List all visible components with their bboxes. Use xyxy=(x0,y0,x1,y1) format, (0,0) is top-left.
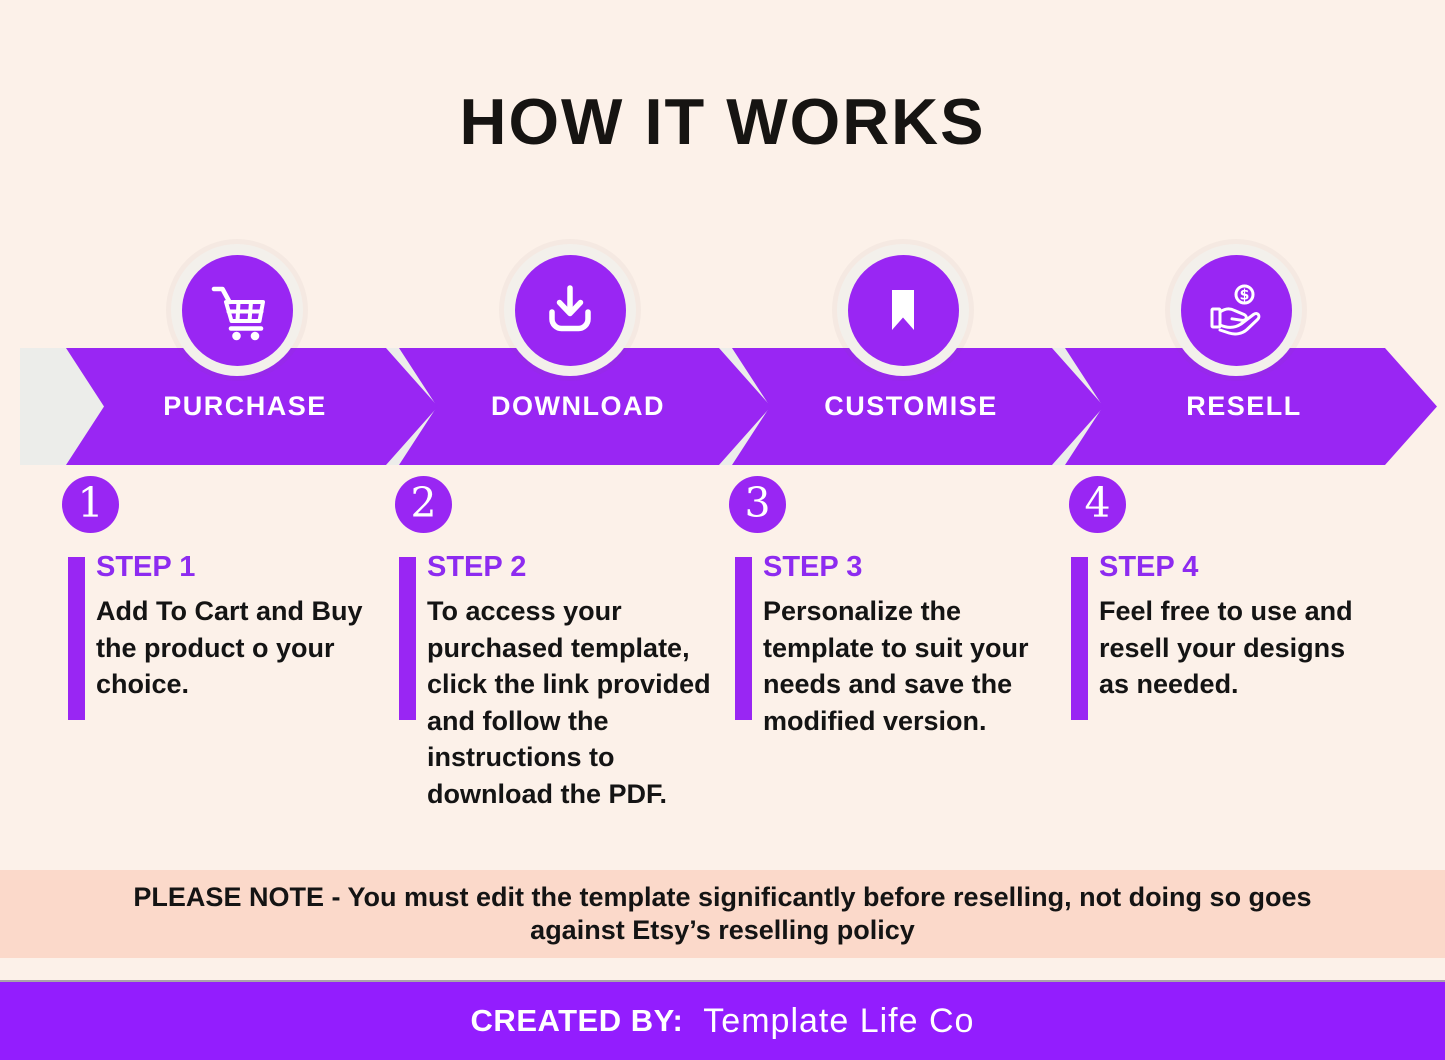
hand-money-icon: $ xyxy=(1210,284,1261,336)
step-block-3: STEP 3 Personalize the template to suit … xyxy=(763,551,1063,739)
icon-circle-inner xyxy=(847,254,959,366)
step-heading: STEP 2 xyxy=(427,551,527,583)
step-description: Personalize the template to suit your ne… xyxy=(763,596,1029,736)
icon-circle-purchase xyxy=(171,244,303,376)
icon-circle-inner xyxy=(181,254,293,366)
step-number-badge: 3 xyxy=(729,476,786,533)
page-title: HOW IT WORKS xyxy=(459,85,986,158)
footer-created-by-label: CREATED BY: xyxy=(470,1003,684,1038)
step-block-2: STEP 2 To access your purchased template… xyxy=(427,551,727,812)
note-line-1: PLEASE NOTE - You must edit the template… xyxy=(133,881,1311,914)
footer-brand-name: Template Life Co xyxy=(703,1001,975,1040)
step-accent-bar xyxy=(399,557,416,720)
note-label: PLEASE NOTE xyxy=(133,882,324,912)
step-block-4: STEP 4 Feel free to use and resell your … xyxy=(1099,551,1399,703)
arrow-label: RESELL xyxy=(1186,391,1302,421)
step-heading: STEP 3 xyxy=(763,551,863,583)
please-note-banner: PLEASE NOTE - You must edit the template… xyxy=(0,870,1445,958)
icon-circle-customise xyxy=(837,244,969,376)
step-accent-bar xyxy=(735,557,752,720)
arrow-label: DOWNLOAD xyxy=(491,391,665,421)
icon-circle-inner xyxy=(514,254,626,366)
arrow-resell: RESELL xyxy=(1065,348,1437,465)
step-number-badge: 1 xyxy=(62,476,119,533)
cart-icon xyxy=(211,286,265,341)
step-block-1: STEP 1 Add To Cart and Buy the product o… xyxy=(96,551,396,703)
step-heading: STEP 4 xyxy=(1099,551,1199,583)
step-description: Feel free to use and resell your designs… xyxy=(1099,596,1353,699)
step-description: Add To Cart and Buy the product o your c… xyxy=(96,596,363,699)
footer-bar: CREATED BY: Template Life Co xyxy=(0,980,1445,1060)
step-number-badge: 4 xyxy=(1069,476,1126,533)
download-icon xyxy=(549,285,591,332)
step-heading: STEP 1 xyxy=(96,551,196,583)
icon-circle-inner: $ xyxy=(1180,254,1292,366)
note-text: - You must edit the template significant… xyxy=(323,882,1312,912)
icon-circle-download xyxy=(504,244,636,376)
svg-text:$: $ xyxy=(1240,288,1250,304)
icon-circle-resell: $ xyxy=(1170,244,1302,376)
arrow-label: CUSTOMISE xyxy=(824,391,998,421)
step-accent-bar xyxy=(1071,557,1088,720)
arrow-label: PURCHASE xyxy=(163,391,327,421)
note-line-2: against Etsy’s reselling policy xyxy=(530,915,915,945)
step-accent-bar xyxy=(68,557,85,720)
bookmark-icon xyxy=(892,290,914,330)
step-number-badge: 2 xyxy=(395,476,452,533)
step-description: To access your purchased template, click… xyxy=(427,596,711,809)
